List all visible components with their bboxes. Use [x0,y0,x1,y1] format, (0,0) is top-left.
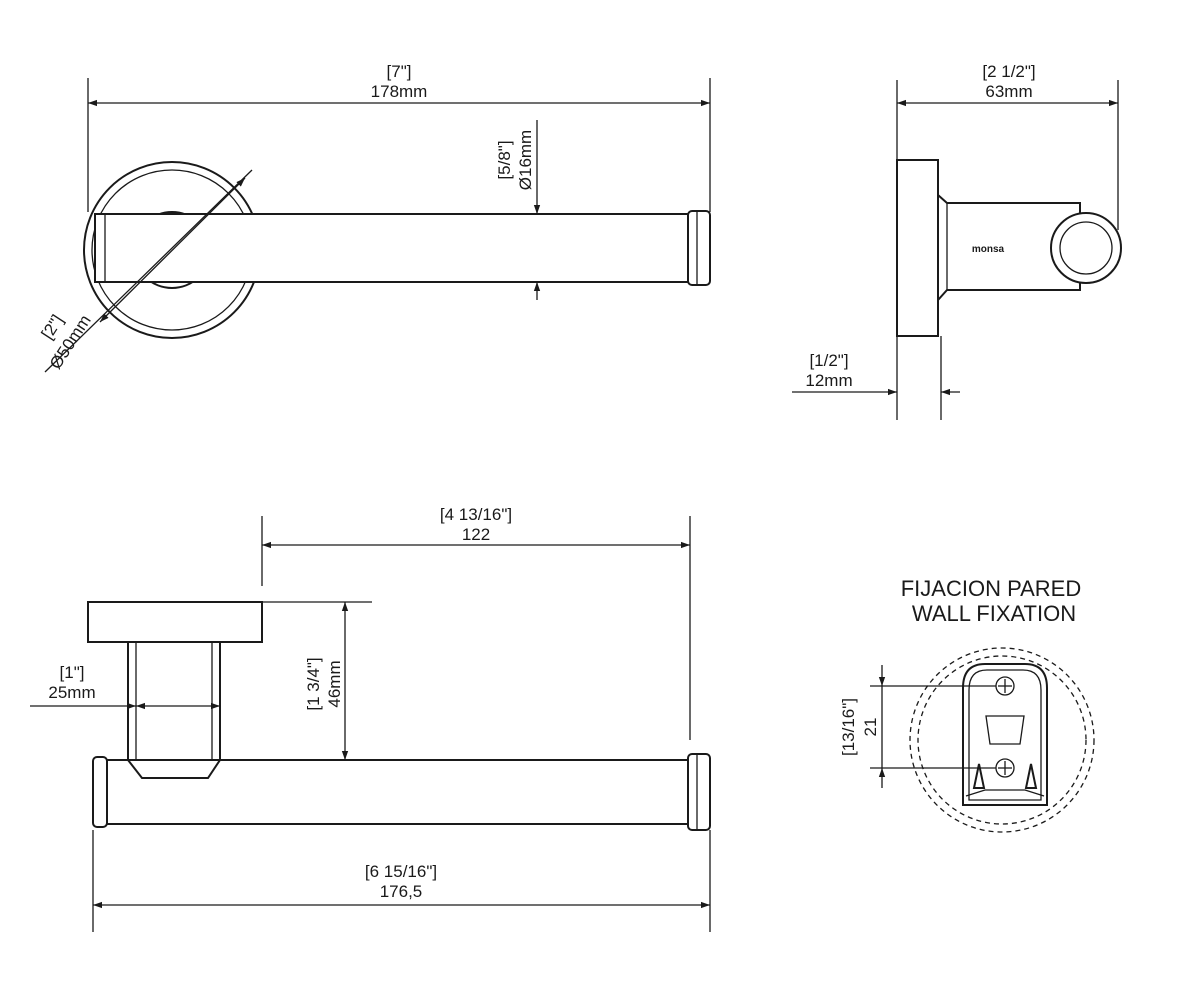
top-bar [94,210,711,286]
front-height-dimension: [1 3/4"] 46mm [262,601,372,760]
top-bar-dia-mm-label: Ø16mm [516,130,535,190]
top-bar-dia-inch-label: [5/8"] [495,140,514,179]
side-depth-mm-label: 63mm [985,82,1032,101]
top-width-mm-label: 178mm [371,82,428,101]
brand-mark: monsa [972,244,1005,255]
top-width-inch-label: [7"] [387,62,412,81]
front-height-inch-label: [1 3/4"] [304,657,323,710]
side-plate-mm-label: 12mm [805,371,852,390]
wall-fixation-plate [909,647,1095,833]
front-length-mm-label: 176,5 [380,882,423,901]
side-body: monsa [896,159,1122,337]
front-view: [4 13/16"] 122 [1 3/4"] 46mm [1"] 25mm [30,505,711,932]
front-height-mm-label: 46mm [325,660,344,707]
wall-fixation-title-en: WALL FIXATION [912,601,1076,626]
top-view: [7"] 178mm [5/8"] Ø16mm [2"] [38,62,711,373]
front-length-dimension: [6 15/16"] 176,5 [92,830,711,932]
front-neck-dimension: [1"] 25mm [30,663,220,710]
side-view: [2 1/2"] 63mm monsa [1/2"] 12mm [792,62,1122,420]
side-plate-dimension: [1/2"] 12mm [792,336,960,420]
side-depth-dimension: [2 1/2"] 63mm [896,62,1119,230]
front-projection-mm-label: 122 [462,525,490,544]
wall-fixation-spacing-inch-label: [13/16"] [839,698,858,756]
front-projection-inch-label: [4 13/16"] [440,505,512,524]
wall-fixation-spacing-mm-label: 21 [861,718,880,737]
wall-fixation-spacing-dimension: [13/16"] 21 [839,665,996,788]
front-neck-inch-label: [1"] [60,663,85,682]
top-width-dimension: [7"] 178mm [87,62,711,212]
side-depth-inch-label: [2 1/2"] [982,62,1035,81]
top-bar-diameter-dimension: [5/8"] Ø16mm [495,120,541,300]
wall-fixation: FIJACION PARED WALL FIXATION [13/16"] [839,576,1095,833]
front-neck-mm-label: 25mm [48,683,95,702]
front-projection-dimension: [4 13/16"] 122 [261,505,691,740]
side-plate-inch-label: [1/2"] [809,351,848,370]
front-body [87,601,711,831]
wall-fixation-title-es: FIJACION PARED [901,576,1082,601]
front-length-inch-label: [6 15/16"] [365,862,437,881]
